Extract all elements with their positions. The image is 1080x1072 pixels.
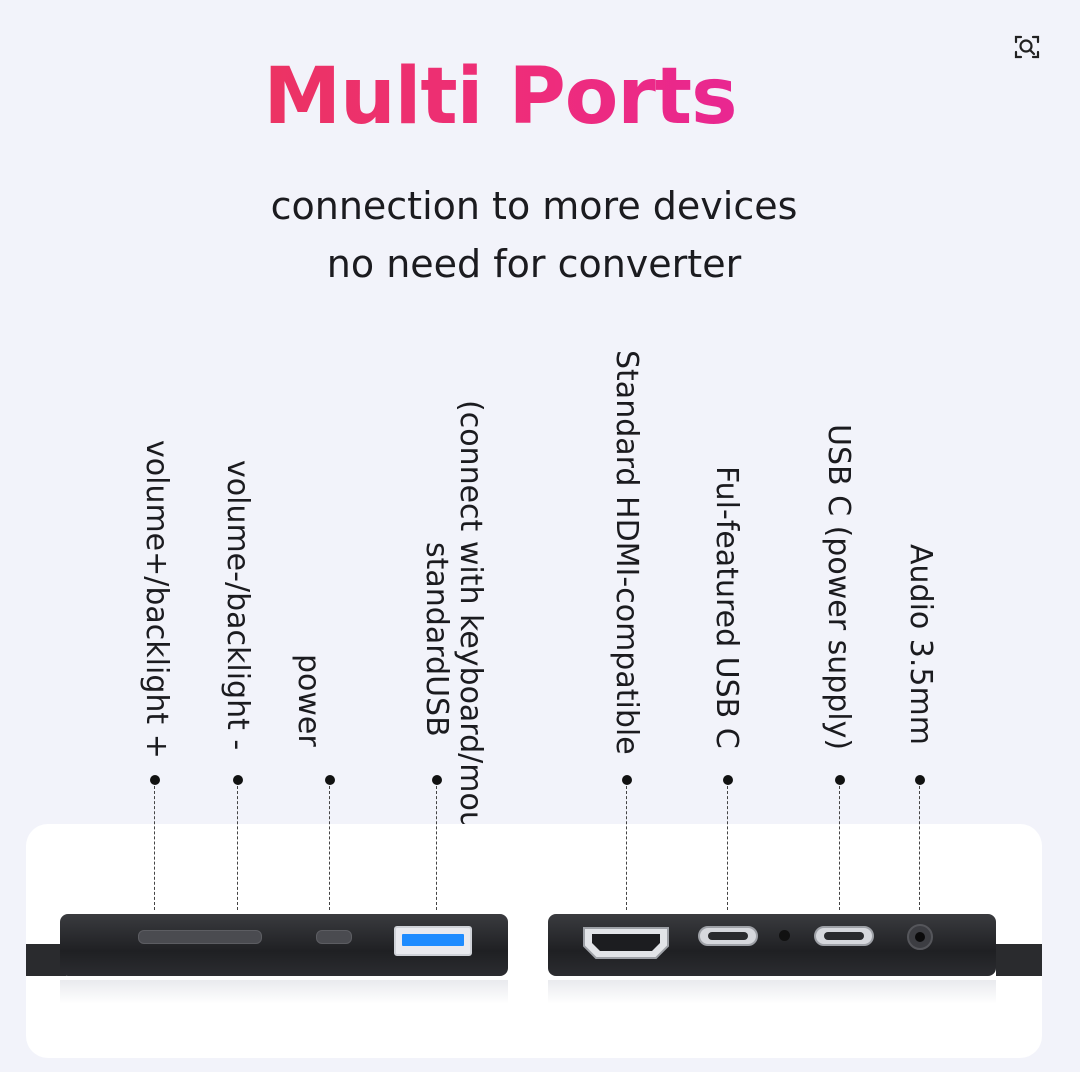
port-label-power: power <box>291 654 326 747</box>
port-label-audio: Audio 3.5mm <box>903 544 938 745</box>
visual-search-icon <box>1014 35 1040 59</box>
subtitle-line-1: connection to more devices <box>270 184 798 228</box>
port-label-usb-a-line-2: standardUSB <box>419 542 454 737</box>
callout-dot <box>622 775 632 785</box>
callout-dot <box>150 775 160 785</box>
leader-line <box>626 786 627 910</box>
device-edge-right <box>996 944 1042 976</box>
leader-line <box>839 786 840 910</box>
audio-jack-icon <box>907 924 933 950</box>
indicator-led-icon <box>779 930 790 941</box>
callout-dot <box>915 775 925 785</box>
port-label-volume-down: volume-/backlight - <box>220 460 255 751</box>
usb-a-port-icon <box>394 926 472 956</box>
leader-line <box>919 786 920 910</box>
port-label-usb-c-power: USB C (power supply) <box>821 424 856 751</box>
device-reflection <box>548 980 996 1004</box>
port-label-volume-up: volume+/backlight + <box>139 440 174 759</box>
hdmi-port-icon <box>583 927 669 959</box>
usb-c-port-icon <box>698 926 758 946</box>
visual-search-button[interactable] <box>1006 26 1048 68</box>
volume-rocker-icon <box>138 930 262 944</box>
leader-line <box>436 786 437 910</box>
leader-line <box>329 786 330 910</box>
subtitle-line-2: no need for converter <box>326 242 742 286</box>
leader-line <box>237 786 238 910</box>
leader-line <box>727 786 728 910</box>
port-label-hdmi: Standard HDMI-compatible <box>609 350 644 755</box>
callout-dot <box>325 775 335 785</box>
callout-dot <box>233 775 243 785</box>
power-button-icon <box>316 930 352 944</box>
leader-line <box>154 786 155 910</box>
callout-dot <box>835 775 845 785</box>
callout-dot <box>723 775 733 785</box>
page-title: Multi Ports <box>0 52 1000 142</box>
callout-dot <box>432 775 442 785</box>
port-label-usb-c-full: Ful-featured USB C <box>709 466 744 749</box>
device-reflection <box>60 980 508 1004</box>
port-label-usb-a-line-1: (connect with keyboard/mouse) <box>453 400 488 876</box>
usb-c-power-port-icon <box>814 926 874 946</box>
device-edge-left <box>26 944 66 976</box>
